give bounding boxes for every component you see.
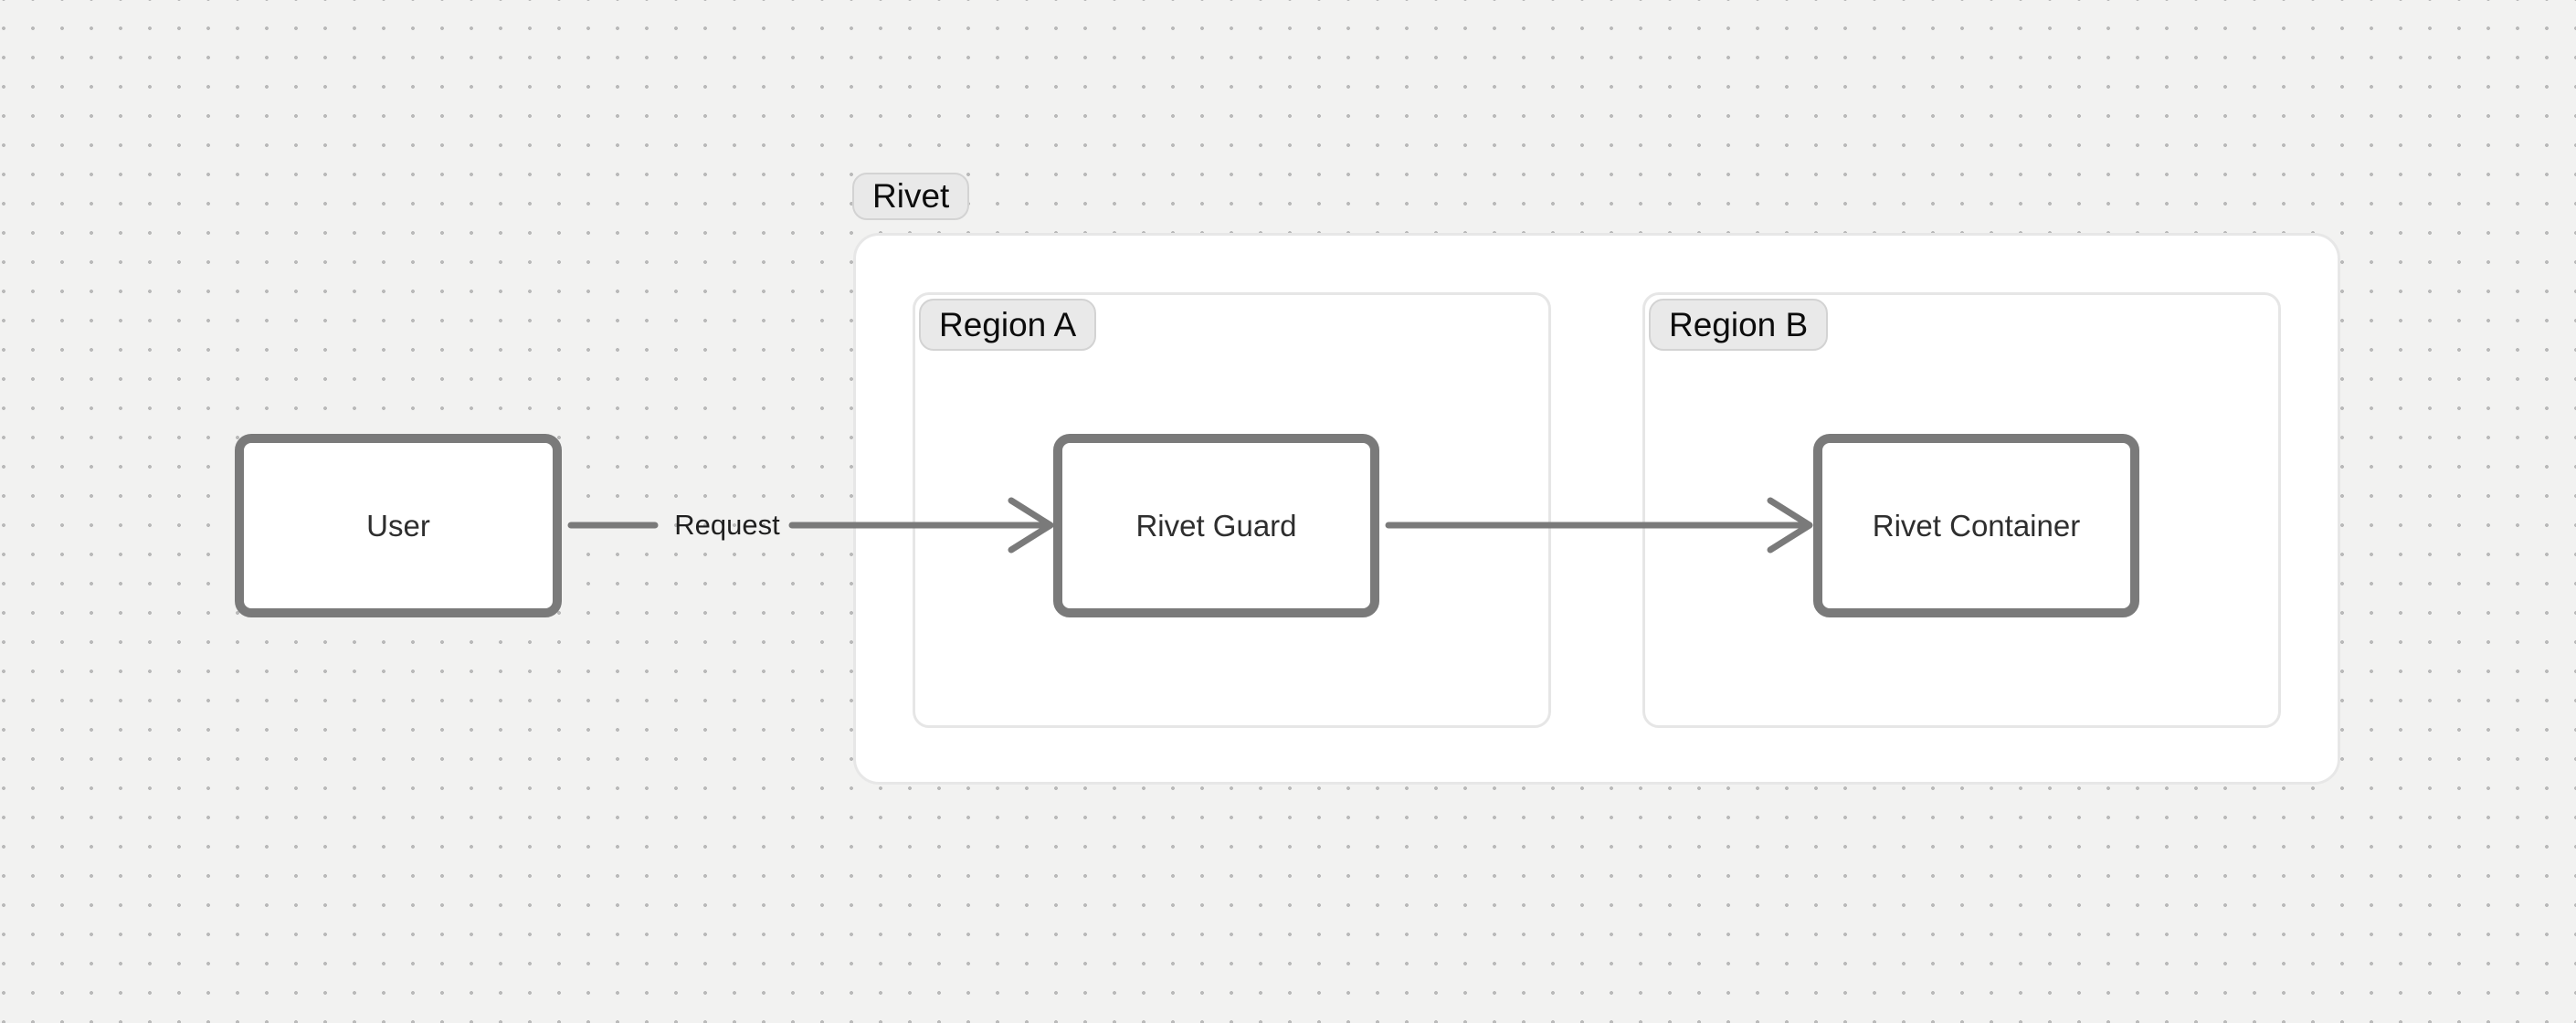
region-a-label: Region A [939, 305, 1077, 343]
node-rivet-container: Rivet Container [1813, 434, 2139, 617]
node-user: User [235, 434, 562, 617]
region-a-label-pill: Region A [919, 299, 1097, 351]
rivet-group-label-pill: Rivet [852, 173, 970, 220]
edge-request-label: Request [674, 509, 780, 541]
node-rivet-guard: Rivet Guard [1053, 434, 1379, 617]
node-rivet-guard-label: Rivet Guard [1135, 508, 1297, 543]
region-b-label: Region B [1669, 305, 1809, 343]
node-user-label: User [366, 508, 430, 543]
rivet-group-label: Rivet [872, 177, 950, 215]
region-b-label-pill: Region B [1649, 299, 1829, 351]
node-rivet-container-label: Rivet Container [1872, 508, 2081, 543]
